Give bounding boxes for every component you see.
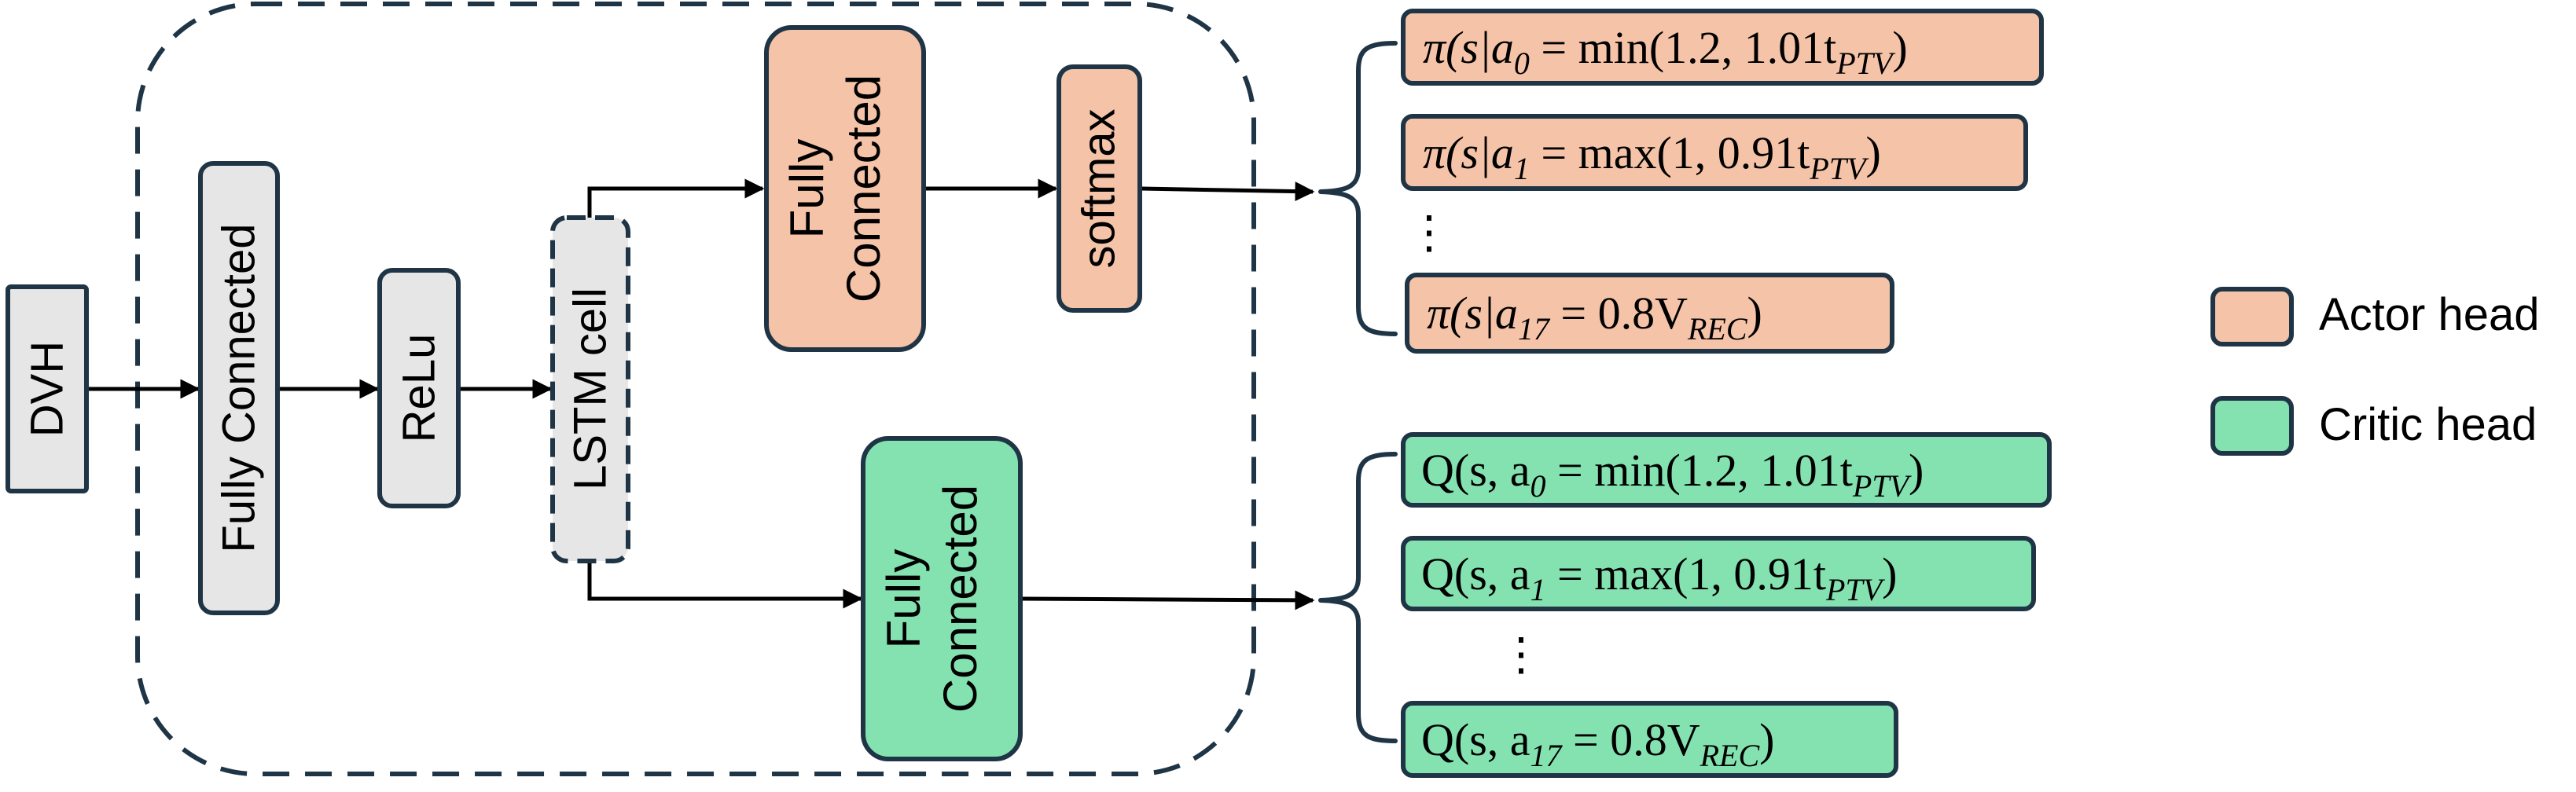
critic-output-ellipsis: ⋮ <box>1498 629 1544 680</box>
actor-output-a1-end: ) <box>1866 127 1881 178</box>
svg-text:Q(s, a1 = max(1, 0.91tPTV): Q(s, a1 = max(1, 0.91tPTV) <box>1421 548 1897 607</box>
edge-lstm-actor-fc <box>587 178 765 218</box>
critic-output-a1-end: ) <box>1882 548 1897 600</box>
actor-output-a0-end: ) <box>1892 22 1907 73</box>
legend-critic-label: Critic head <box>2319 399 2537 450</box>
actor-fully-connected-node: Fully Connected <box>764 25 926 352</box>
actor-output-a17-prefix: π(s|a <box>1427 288 1518 339</box>
dvh-label: DVH <box>22 341 73 437</box>
critic-output-a17-sub2: REC <box>1700 738 1761 773</box>
actor-output-a17-rest: = 0.8V <box>1549 288 1688 339</box>
actor-output-a0: π(s|a0 = min(1.2, 1.01tPTV) <box>1401 9 2044 86</box>
dvh-node: DVH <box>6 284 89 493</box>
actor-output-a17-sub: 17 <box>1518 311 1551 346</box>
actor-output-a0-sub2: PTV <box>1836 46 1896 81</box>
actor-output-a0-prefix: π(s|a <box>1423 22 1514 73</box>
critic-output-a0-prefix: Q(s, a <box>1421 445 1531 496</box>
actor-output-a17-end: ) <box>1747 288 1762 339</box>
critic-output-a0-rest: = min(1.2, 1.01t <box>1546 445 1853 496</box>
lstm-cell-label: LSTM cell <box>565 288 616 490</box>
fully-connected-label: Fully Connected <box>214 223 265 552</box>
legend-actor-head: Actor head <box>2210 287 2540 346</box>
edges <box>88 178 1315 610</box>
critic-output-a0-sub: 0 <box>1531 468 1546 504</box>
edge-lstm-critic-fc <box>587 561 863 609</box>
critic-output-a1-sub: 1 <box>1531 572 1546 607</box>
critic-output-a0-sub2: PTV <box>1852 468 1913 504</box>
relu-label: ReLu <box>394 334 445 443</box>
critic-output-a1-rest: = max(1, 0.91t <box>1546 548 1827 600</box>
legend-actor-label: Actor head <box>2319 289 2540 340</box>
actor-output-a1-sub2: PTV <box>1809 151 1869 186</box>
critic-output-a17-sub: 17 <box>1531 738 1564 773</box>
critic-fully-connected-node: Fully Connected <box>861 436 1023 761</box>
critic-output-a1-sub2: PTV <box>1825 572 1886 607</box>
critic-output-a17-end: ) <box>1759 714 1774 765</box>
critic-output-a17-prefix: Q(s, a <box>1421 714 1531 765</box>
actor-output-a1-sub: 1 <box>1514 151 1530 186</box>
critic-output-a0: Q(s, a0 = min(1.2, 1.01tPTV) <box>1401 432 2052 508</box>
critic-output-a1-prefix: Q(s, a <box>1421 548 1531 600</box>
critic-fc-label-line1: Fully <box>877 549 930 649</box>
softmax-label: softmax <box>1074 108 1125 268</box>
relu-node: ReLu <box>377 268 461 508</box>
actor-output-ellipsis: ⋮ <box>1406 207 1452 258</box>
actor-output-a1-rest: = max(1, 0.91t <box>1530 127 1810 178</box>
svg-text:π(s|a1 = max(1, 0.91tPTV): π(s|a1 = max(1, 0.91tPTV) <box>1423 127 1881 186</box>
actor-output-a17-sub2: REC <box>1687 311 1748 346</box>
actor-output-a1: π(s|a1 = max(1, 0.91tPTV) <box>1401 114 2028 191</box>
fully-connected-node: Fully Connected <box>198 161 280 615</box>
legend-critic-head: Critic head <box>2210 396 2537 456</box>
lstm-cell-node: LSTM cell <box>550 215 630 563</box>
critic-output-a17-rest: = 0.8V <box>1562 714 1700 765</box>
legend-critic-swatch <box>2210 396 2294 456</box>
actor-output-a1-prefix: π(s|a <box>1423 127 1514 178</box>
actor-output-a0-sub: 0 <box>1514 46 1530 81</box>
critic-fc-label-line2: Connected <box>934 485 987 713</box>
legend-actor-swatch <box>2210 287 2294 346</box>
actor-fc-label-line1: Fully <box>781 139 833 239</box>
svg-text:Q(s, a0 = min(1.2, 1.01tPTV): Q(s, a0 = min(1.2, 1.01tPTV) <box>1421 445 1924 504</box>
actor-fc-label-line2: Connected <box>837 75 890 302</box>
critic-output-a17: Q(s, a17 = 0.8VREC) <box>1401 701 1898 778</box>
actor-output-brace <box>1318 41 1398 336</box>
softmax-node: softmax <box>1056 64 1142 313</box>
legend: Actor head Critic head <box>2210 287 2540 456</box>
critic-output-a1: Q(s, a1 = max(1, 0.91tPTV) <box>1401 536 2036 611</box>
actor-output-a0-rest: = min(1.2, 1.01t <box>1530 22 1836 73</box>
svg-text:π(s|a0 = min(1.2, 1.01tPTV): π(s|a0 = min(1.2, 1.01tPTV) <box>1423 22 1908 81</box>
edge-softmax-actor-outputs <box>1141 182 1315 202</box>
svg-text:Q(s, a17 = 0.8VREC): Q(s, a17 = 0.8VREC) <box>1421 714 1775 773</box>
actor-output-a17: π(s|a17 = 0.8VREC) <box>1405 273 1894 354</box>
critic-output-a0-end: ) <box>1909 445 1924 496</box>
critic-output-brace <box>1318 452 1398 743</box>
edge-critic-fc-critic-outputs <box>1021 590 1315 610</box>
svg-text:π(s|a17 = 0.8VREC): π(s|a17 = 0.8VREC) <box>1427 288 1762 346</box>
